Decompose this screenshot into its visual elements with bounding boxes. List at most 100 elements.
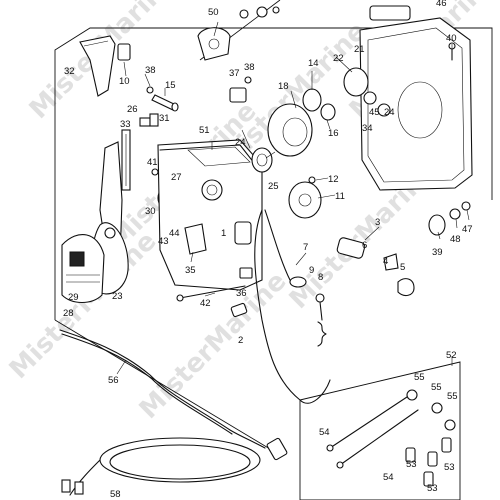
part-56-cable-lower bbox=[61, 333, 233, 435]
label-52: 52 bbox=[446, 350, 457, 361]
label-8: 8 bbox=[318, 272, 323, 283]
label-39: 39 bbox=[432, 247, 443, 258]
part-50-plate bbox=[197, 27, 231, 61]
part-18-disc-assy bbox=[251, 88, 336, 173]
label-14: 14 bbox=[308, 58, 319, 69]
label-42: 42 bbox=[200, 298, 211, 309]
part-11-switch bbox=[288, 181, 322, 219]
label-15: 15 bbox=[165, 80, 176, 91]
label-1: 1 bbox=[221, 228, 226, 239]
label-36: 36 bbox=[236, 288, 247, 299]
part-34-side-panel bbox=[359, 5, 473, 191]
label-25: 25 bbox=[268, 181, 279, 192]
part-38-ring-b bbox=[244, 76, 252, 84]
part-2-harness bbox=[254, 209, 331, 404]
part-38-ring bbox=[146, 86, 154, 94]
label-24: 24 bbox=[235, 137, 246, 148]
part-31-pin bbox=[149, 113, 159, 127]
label-10: 10 bbox=[119, 76, 130, 87]
label-27: 27 bbox=[171, 172, 182, 183]
label-32: 32 bbox=[64, 66, 75, 77]
part-36-clip bbox=[239, 267, 253, 279]
frame-diag-bottom bbox=[54, 319, 281, 456]
part-10-block bbox=[117, 43, 131, 61]
label-44: 44 bbox=[169, 228, 180, 239]
label-31: 31 bbox=[159, 113, 170, 124]
label-18: 18 bbox=[278, 81, 289, 92]
label-12: 12 bbox=[328, 174, 339, 185]
label-23: 23 bbox=[112, 291, 123, 302]
label-46: 46 bbox=[436, 0, 447, 9]
label-55c: 55 bbox=[447, 391, 458, 402]
part-56-cable bbox=[59, 329, 266, 449]
part-55-washers bbox=[406, 389, 456, 431]
label-33: 33 bbox=[120, 119, 131, 130]
part-53-spacers bbox=[405, 437, 452, 487]
part-9-lanyard bbox=[264, 209, 327, 347]
label-21: 21 bbox=[354, 44, 365, 55]
label-24b: 24 bbox=[384, 107, 395, 118]
label-34: 34 bbox=[362, 123, 373, 134]
part-47-nut bbox=[461, 201, 471, 211]
label-2: 2 bbox=[238, 335, 243, 346]
label-26: 26 bbox=[127, 104, 138, 115]
part-51-housing bbox=[157, 139, 263, 291]
label-4: 4 bbox=[383, 256, 388, 267]
part-21-gear-cluster bbox=[343, 67, 391, 117]
label-47: 47 bbox=[462, 224, 473, 235]
leader-lines bbox=[116, 21, 470, 375]
label-53: 53 bbox=[406, 459, 417, 470]
label-48: 48 bbox=[450, 234, 461, 245]
part-32-grip bbox=[79, 35, 116, 97]
top-small-parts bbox=[239, 6, 280, 19]
label-56: 56 bbox=[108, 375, 119, 386]
part-12-screw bbox=[308, 176, 316, 184]
label-22: 22 bbox=[333, 53, 344, 64]
part-41-screw bbox=[151, 168, 159, 176]
label-9: 9 bbox=[309, 265, 314, 276]
label-51: 51 bbox=[199, 125, 210, 136]
label-35: 35 bbox=[185, 265, 196, 276]
label-5: 5 bbox=[400, 262, 405, 273]
part-56-plug bbox=[266, 437, 288, 461]
label-11: 11 bbox=[335, 191, 345, 202]
part-48-washer bbox=[449, 208, 461, 220]
label-58: 58 bbox=[110, 489, 121, 500]
label-50: 50 bbox=[208, 7, 219, 18]
label-3: 3 bbox=[375, 217, 380, 228]
part-58-harness bbox=[61, 437, 261, 496]
part-6-key-switch bbox=[336, 237, 415, 297]
label-41: 41 bbox=[147, 157, 158, 168]
part-37-block bbox=[229, 87, 247, 103]
part-26-spring bbox=[139, 117, 151, 127]
label-40: 40 bbox=[446, 33, 457, 44]
kit-box-52 bbox=[299, 361, 461, 500]
label-16: 16 bbox=[328, 128, 339, 139]
label-53c: 53 bbox=[427, 483, 438, 494]
label-53b: 53 bbox=[444, 462, 455, 473]
watermark-text: MisterMarine bbox=[134, 266, 293, 425]
label-28: 28 bbox=[63, 308, 74, 319]
label-38: 38 bbox=[145, 65, 156, 76]
label-6: 6 bbox=[362, 240, 367, 251]
label-54b: 54 bbox=[383, 472, 394, 483]
label-30: 30 bbox=[145, 206, 156, 217]
label-45: 45 bbox=[369, 107, 380, 118]
label-43: 43 bbox=[158, 236, 169, 247]
part-42-bolt bbox=[176, 285, 246, 302]
part-2-plug bbox=[230, 302, 248, 318]
part-54-long-bolts bbox=[326, 394, 419, 469]
label-38b: 38 bbox=[244, 62, 255, 73]
part-29-cover bbox=[61, 234, 105, 304]
part-39-knob bbox=[428, 214, 446, 236]
label-55b: 55 bbox=[431, 382, 442, 393]
label-29: 29 bbox=[68, 292, 79, 303]
part-15-pin bbox=[151, 94, 179, 112]
part-35-bracket bbox=[184, 223, 207, 255]
label-7: 7 bbox=[303, 242, 308, 253]
part-labels: 1 2 3 4 5 6 7 8 9 10 11 12 14 15 16 18 2… bbox=[63, 0, 473, 500]
label-54: 54 bbox=[319, 427, 330, 438]
label-55: 55 bbox=[414, 372, 425, 383]
label-37: 37 bbox=[229, 68, 240, 79]
